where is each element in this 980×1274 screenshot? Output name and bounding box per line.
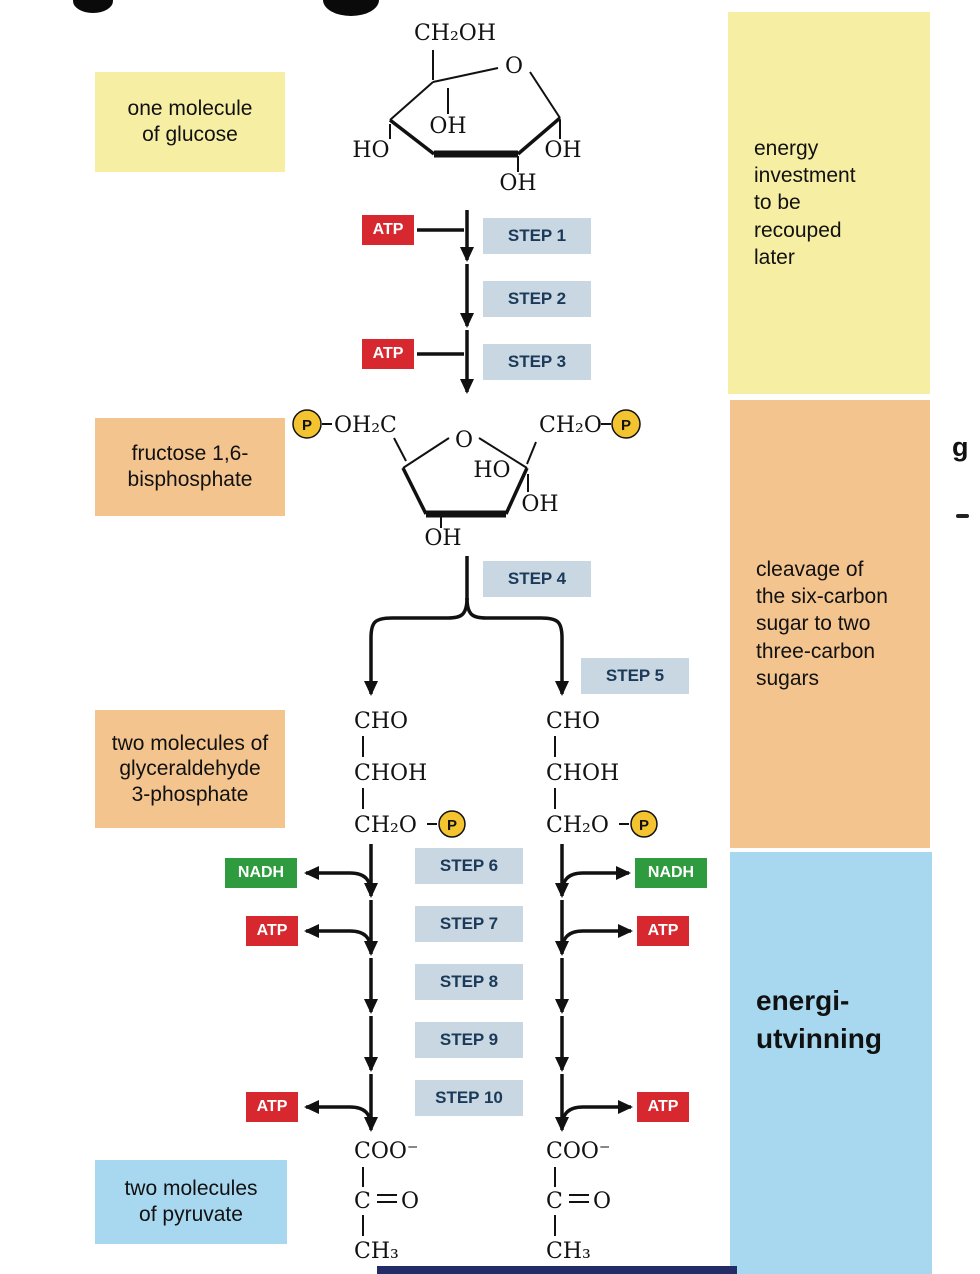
fructose-oh-right: OH — [521, 492, 558, 517]
step-8-box: STEP 8 — [415, 964, 523, 1000]
phosphate-circle — [438, 810, 466, 838]
payoff-arrows-right — [555, 844, 633, 1132]
label-text: fructose 1,6- bisphosphate — [127, 442, 253, 491]
phosphate-label: P — [447, 817, 457, 834]
step-7-box: STEP 7 — [415, 906, 523, 942]
step-2-box: STEP 2 — [483, 281, 591, 317]
glucose-structure: CH₂OH O OH HO OH OH — [352, 21, 581, 196]
fructose-left-chain: OH₂C — [334, 413, 397, 438]
fructose-oh-bottom: OH — [424, 526, 461, 551]
phase-note-text: energy investment to be recouped later — [754, 136, 856, 269]
pyruvate-ch3: CH₃ — [546, 1239, 591, 1264]
phosphate-label: P — [639, 817, 649, 834]
payoff-arrows-left — [304, 844, 378, 1132]
phase-note-energy-payoff: energi- utvinning — [730, 852, 932, 1274]
step-10-box: STEP 10 — [415, 1080, 523, 1116]
step-4-box: STEP 4 — [483, 561, 591, 597]
atp-badge: ATP — [246, 1092, 298, 1122]
atp-badge: ATP — [362, 339, 414, 369]
glucose-oh-right: OH — [544, 138, 581, 163]
phase-note-text: cleavage of the six-carbon sugar to two … — [756, 557, 888, 690]
atp-badge: ATP — [637, 916, 689, 946]
label-glucose: one molecule of glucose — [95, 72, 285, 172]
cleavage-fork-arrows — [364, 556, 569, 696]
nadh-badge: NADH — [635, 858, 707, 888]
g3p-ch2o: CH₂O — [546, 813, 609, 838]
bottom-cropped-bar — [377, 1266, 737, 1274]
glucose-oh-inner: OH — [429, 114, 466, 139]
pyruvate-ch3: CH₃ — [354, 1239, 399, 1264]
phase-note-text: energi- utvinning — [756, 985, 882, 1054]
fructose-bisphosphate-structure: P OH₂C O HO CH₂O P OH OH — [292, 409, 641, 551]
glucose-oh-bottom: OH — [499, 171, 536, 196]
pyruvate-coo: COO⁻ — [354, 1139, 419, 1164]
investment-phase-arrows — [417, 210, 474, 394]
g3p-choh: CHOH — [354, 761, 427, 786]
cropped-title-fragment — [73, 0, 379, 16]
label-fructose-bisphosphate: fructose 1,6- bisphosphate — [95, 418, 285, 516]
pyruvate-coo: COO⁻ — [546, 1139, 611, 1164]
label-pyruvate: two molecules of pyruvate — [95, 1160, 287, 1244]
phosphate-circle — [611, 409, 641, 439]
atp-badge: ATP — [246, 916, 298, 946]
pyruvate-right-structure: COO⁻ C O CH₃ — [546, 1139, 611, 1264]
step-5-box: STEP 5 — [581, 658, 689, 694]
pyruvate-c: C — [546, 1189, 563, 1214]
glucose-ch2oh: CH₂OH — [414, 21, 496, 46]
glucose-ring-oxygen: O — [505, 54, 523, 79]
phosphate-label: P — [302, 417, 312, 434]
pyruvate-c: C — [354, 1189, 371, 1214]
phosphate-circle — [292, 409, 322, 439]
g3p-cho: CHO — [354, 709, 408, 734]
g3p-choh: CHOH — [546, 761, 619, 786]
label-g3p: two molecules of glyceraldehyde 3-phosph… — [95, 710, 285, 828]
label-text: two molecules of pyruvate — [124, 1177, 258, 1226]
g3p-right-structure: CHO CHOH CH₂O P — [546, 709, 658, 838]
phosphate-circle — [630, 810, 658, 838]
step-1-box: STEP 1 — [483, 218, 591, 254]
right-edge-mark — [956, 514, 969, 518]
pyruvate-o: O — [593, 1189, 611, 1214]
phosphate-label: P — [621, 417, 631, 434]
step-6-box: STEP 6 — [415, 848, 523, 884]
phase-note-energy-investment: energy investment to be recouped later — [728, 12, 930, 394]
phase-note-cleavage: cleavage of the six-carbon sugar to two … — [730, 400, 930, 848]
label-text: one molecule of glucose — [127, 97, 253, 146]
label-text: two molecules of glyceraldehyde 3-phosph… — [111, 731, 269, 806]
atp-badge: ATP — [637, 1092, 689, 1122]
nadh-badge: NADH — [225, 858, 297, 888]
pyruvate-left-structure: COO⁻ C O CH₃ — [354, 1139, 419, 1264]
fructose-right-chain: CH₂O — [539, 413, 602, 438]
step-3-box: STEP 3 — [483, 344, 591, 380]
g3p-cho: CHO — [546, 709, 600, 734]
step-9-box: STEP 9 — [415, 1022, 523, 1058]
fructose-ring-oxygen: O — [455, 428, 473, 453]
glucose-ho-left: HO — [352, 138, 389, 163]
pyruvate-o: O — [401, 1189, 419, 1214]
fructose-ho-inner: HO — [473, 458, 510, 483]
right-edge-text-fragment: g — [952, 432, 969, 462]
g3p-left-structure: CHO CHOH CH₂O P — [354, 709, 466, 838]
g3p-ch2o: CH₂O — [354, 813, 417, 838]
atp-badge: ATP — [362, 215, 414, 245]
